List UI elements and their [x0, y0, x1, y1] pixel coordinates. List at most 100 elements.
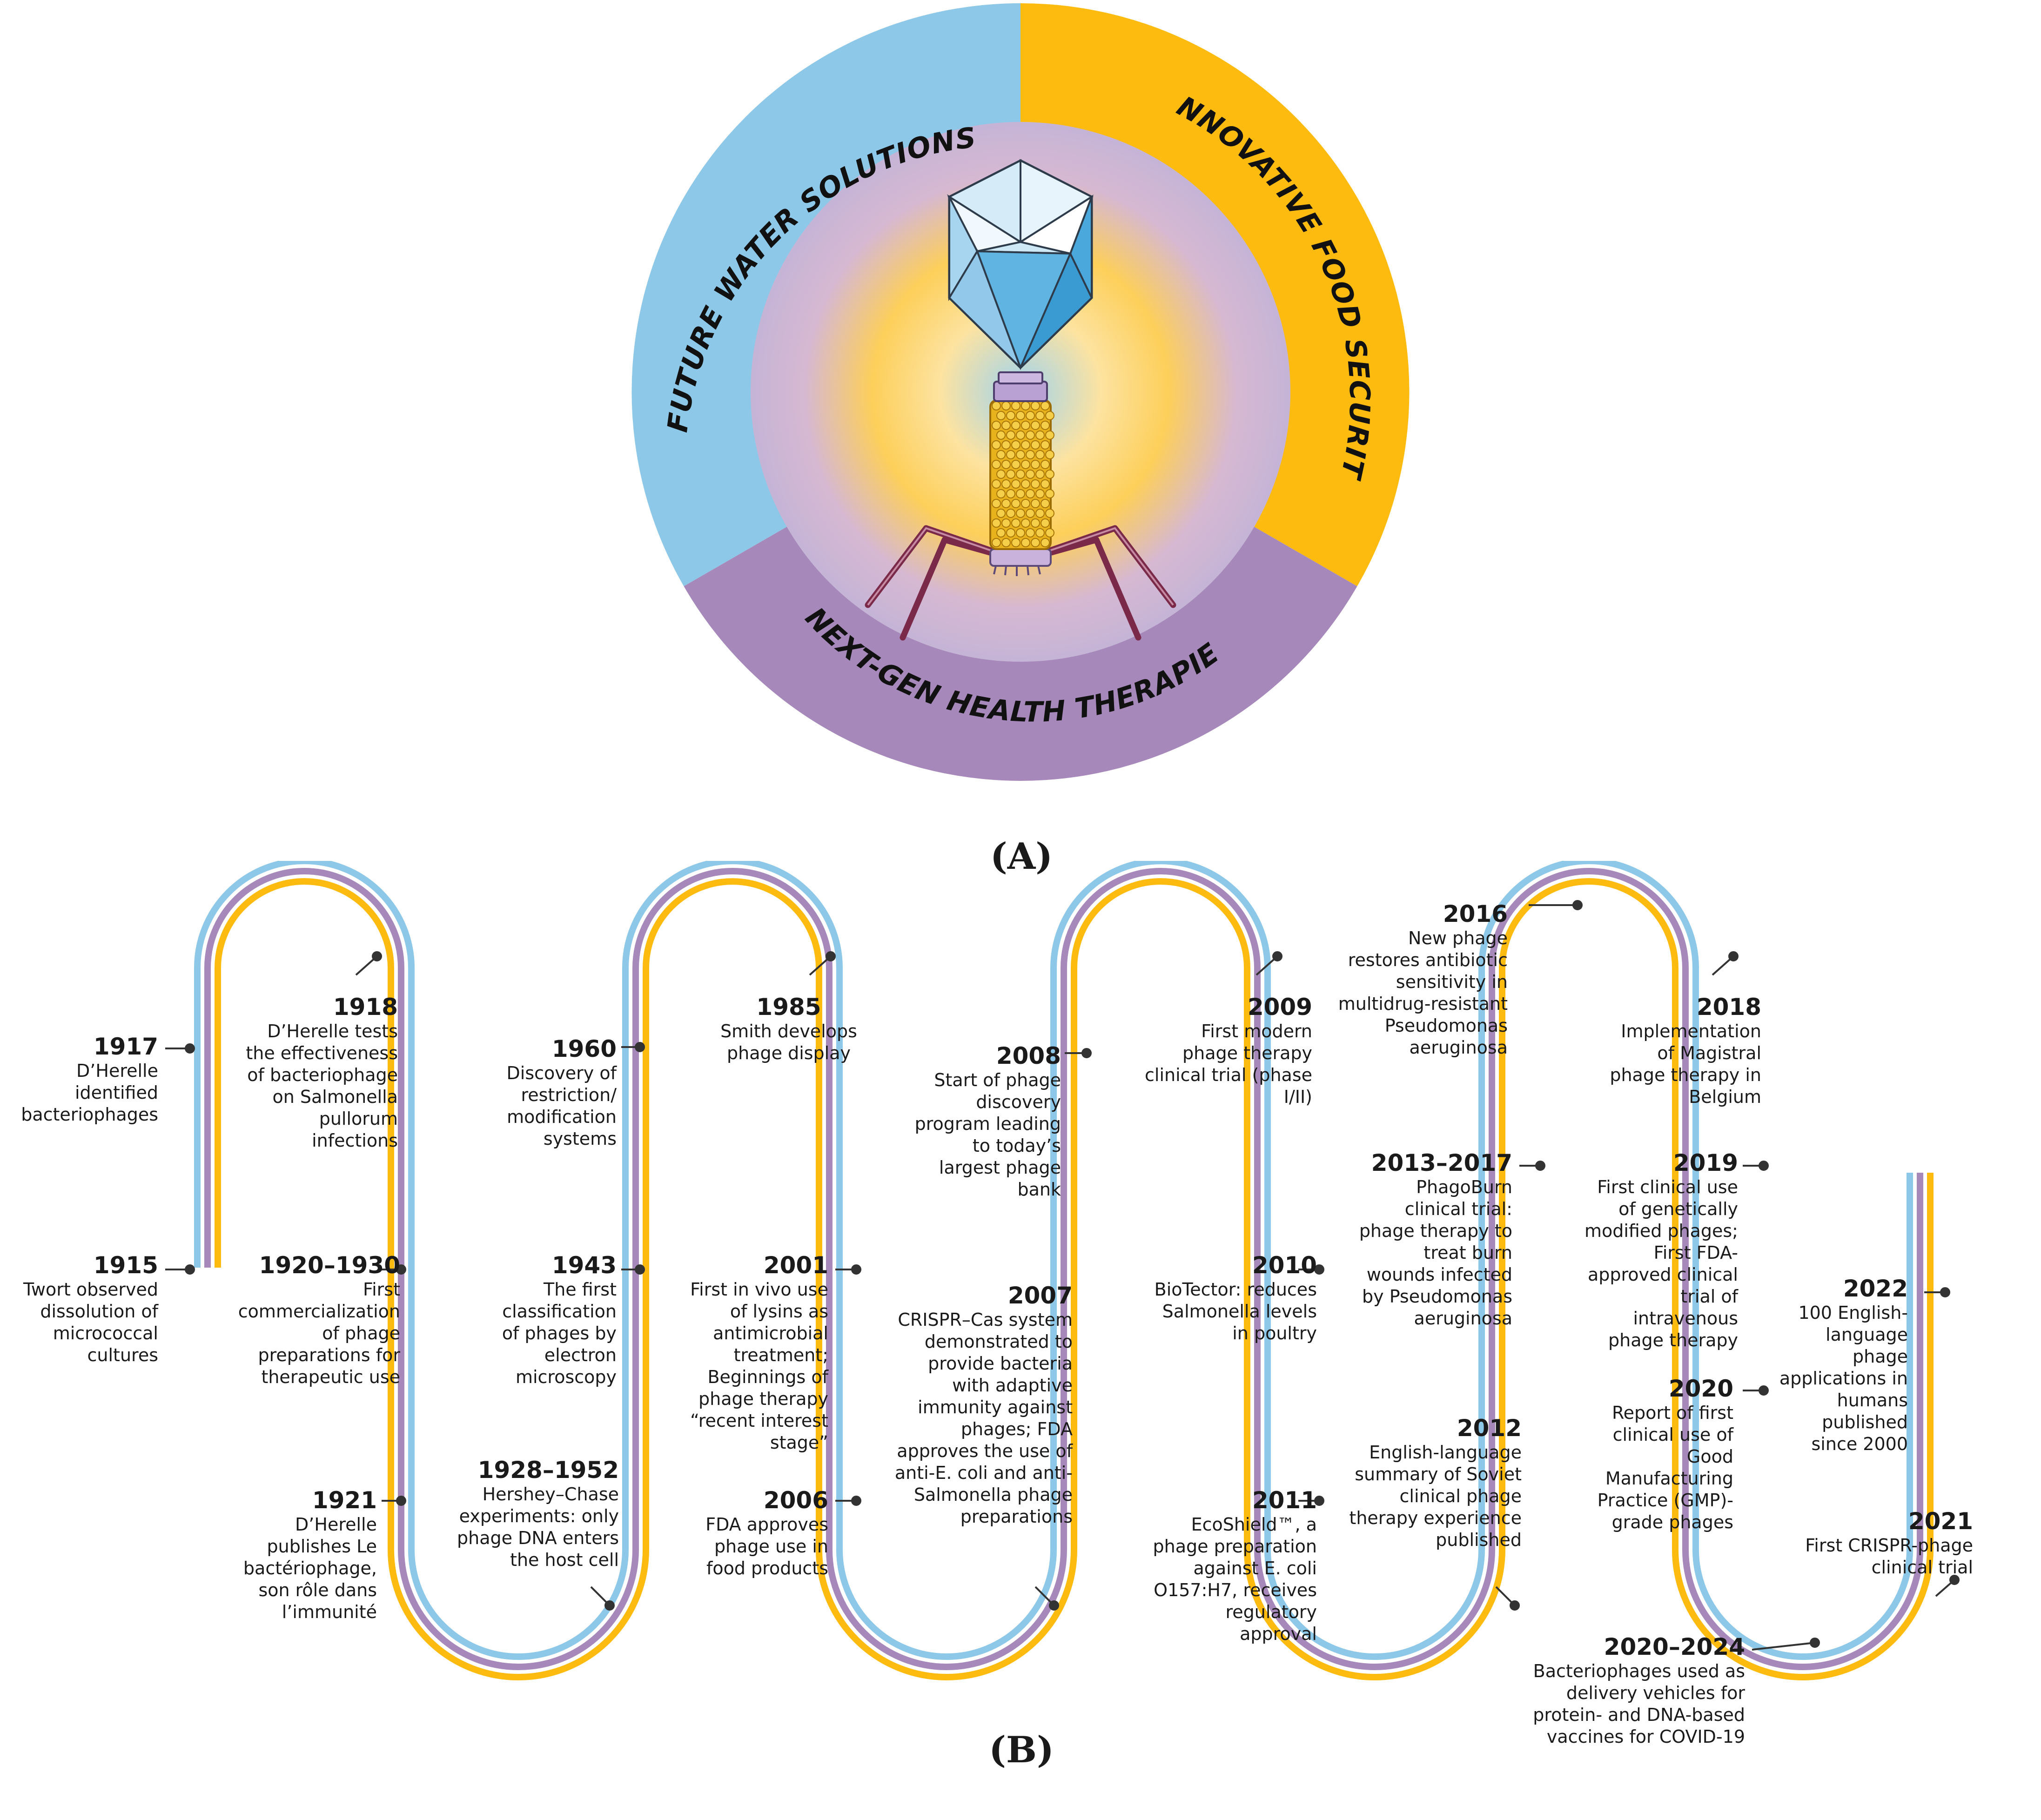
- event-description: D’Herelle identified bacteriophages: [21, 1061, 158, 1125]
- event-description: D’Herelle publishes Le bactériophage, so…: [243, 1514, 377, 1622]
- event-marker-dot: [635, 1264, 645, 1275]
- event-year: 1960: [551, 1035, 617, 1062]
- event-description: Implementation of Magistral phage therap…: [1610, 1021, 1761, 1107]
- event-marker-dot: [1535, 1161, 1545, 1171]
- event-description: The first classification of phages by el…: [502, 1279, 617, 1387]
- event-marker-dot: [604, 1600, 615, 1611]
- event-description: PhagoBurn clinical trial: phage therapy …: [1359, 1177, 1512, 1329]
- event-marker-dot: [185, 1043, 195, 1054]
- event-description: New phage restores antibiotic sensitivit…: [1338, 928, 1508, 1058]
- event-year: 2022: [1843, 1275, 1908, 1302]
- event-description: First commercialization of phage prepara…: [238, 1279, 400, 1387]
- event-description: First clinical use of genetically modifi…: [1584, 1177, 1738, 1350]
- event-marker-dot: [851, 1496, 861, 1506]
- event-marker-dot: [1314, 1264, 1324, 1275]
- event-marker-dot: [1759, 1161, 1769, 1171]
- event-description: Report of first clinical use of Good Man…: [1597, 1403, 1733, 1532]
- event-description: D’Herelle tests the effectiveness of bac…: [246, 1021, 398, 1151]
- event-year: 2020–2024: [1604, 1633, 1745, 1660]
- event-marker-dot: [1728, 951, 1739, 961]
- event-year: 2007: [1007, 1282, 1073, 1309]
- event-year: 2018: [1696, 994, 1761, 1021]
- event-description: EcoShield™, a phage preparation against …: [1153, 1514, 1317, 1644]
- panel-a-diagram: FUTURE WATER SOLUTIONS INNOVATIVE FOOD S…: [0, 0, 2041, 878]
- event-year: 2012: [1457, 1415, 1522, 1442]
- event-leader-line: [1752, 1642, 1815, 1651]
- event-description: FDA approves phage use in food products: [705, 1514, 828, 1578]
- event-marker-dot: [1081, 1048, 1092, 1058]
- event-year: 2016: [1443, 900, 1508, 927]
- event-description: Hershey–Chase experiments: only phage DN…: [457, 1484, 619, 1570]
- event-description: Bacteriophages used as delivery vehicles…: [1533, 1661, 1745, 1747]
- event-marker-dot: [185, 1264, 195, 1275]
- event-marker-dot: [826, 951, 836, 961]
- event-year: 2001: [763, 1252, 828, 1279]
- event-year: 2021: [1908, 1508, 1973, 1535]
- event-year: 1985: [756, 994, 821, 1021]
- focus-wheel: FUTURE WATER SOLUTIONS INNOVATIVE FOOD S…: [0, 0, 1410, 781]
- event-marker-dot: [1510, 1600, 1520, 1611]
- event-year: 1928–1952: [477, 1457, 619, 1484]
- event-description: First in vivo use of lysins as antimicro…: [690, 1279, 828, 1453]
- event-marker-dot: [1049, 1600, 1059, 1611]
- event-description: Smith develops phage display: [720, 1021, 857, 1063]
- event-marker-dot: [396, 1496, 406, 1506]
- event-description: First CRISPR-phage clinical trial: [1805, 1535, 1973, 1578]
- event-marker-dot: [851, 1264, 861, 1275]
- event-description: English-language summary of Soviet clini…: [1349, 1442, 1522, 1550]
- event-marker-dot: [1759, 1385, 1769, 1396]
- event-description: Discovery of restriction/ modification s…: [506, 1063, 617, 1149]
- event-description: Start of phage discovery program leading…: [914, 1070, 1061, 1200]
- track-outer: [194, 861, 1913, 1660]
- event-marker-dot: [372, 951, 382, 961]
- panel-b-label: (B): [989, 1729, 1054, 1771]
- event-description: CRISPR–Cas system demonstrated to provid…: [894, 1310, 1073, 1527]
- event-marker-dot: [1949, 1575, 1960, 1585]
- event-description: Twort observed dissolution of micrococca…: [23, 1279, 158, 1365]
- event-description: BioTector: reduces Salmonella levels in …: [1154, 1279, 1317, 1343]
- event-description: 100 English-language phage applications …: [1779, 1303, 1908, 1454]
- event-year: 1921: [312, 1487, 377, 1514]
- event-marker-dot: [1272, 951, 1282, 961]
- event-year: 2010: [1252, 1252, 1317, 1279]
- event-marker-dot: [635, 1042, 645, 1052]
- track-middle: [204, 868, 1923, 1670]
- event-marker-dot: [1940, 1287, 1950, 1297]
- event-marker-dot: [1810, 1638, 1820, 1648]
- event-marker-dot: [396, 1264, 406, 1275]
- event-year: 1920–1930: [259, 1252, 400, 1279]
- event-year: 1918: [333, 994, 398, 1021]
- event-year: 2008: [996, 1042, 1061, 1069]
- panel-a-label: (A): [990, 835, 1053, 878]
- event-year: 2011: [1252, 1487, 1317, 1514]
- event-year: 1943: [551, 1252, 617, 1279]
- bacteriophage-icon: [865, 159, 1176, 641]
- event-year: 1915: [93, 1252, 158, 1279]
- event-year: 2009: [1247, 994, 1312, 1021]
- event-year: 2006: [763, 1487, 828, 1514]
- event-description: First modern phage therapy clinical tria…: [1145, 1021, 1312, 1107]
- timeline-track: [165, 861, 1960, 1680]
